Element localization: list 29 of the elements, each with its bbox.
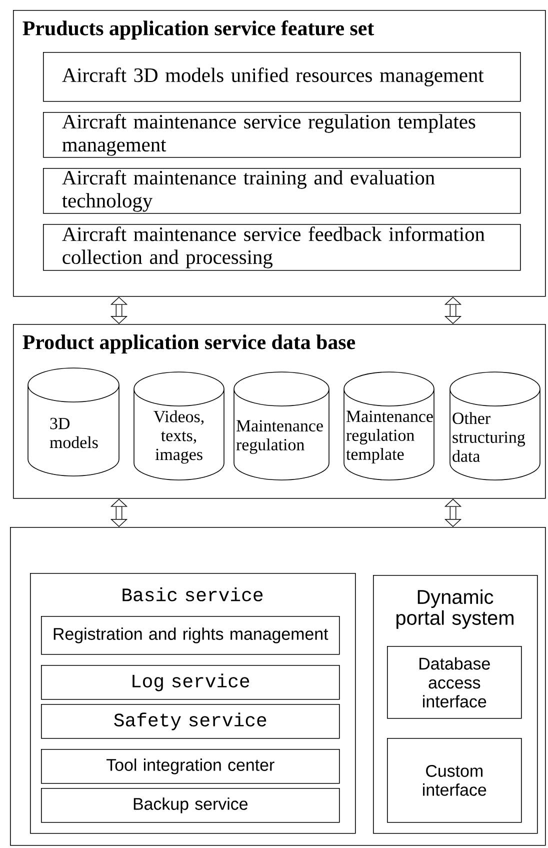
text-box: Aircraft maintenance service feedback information collection and processing [43, 224, 521, 271]
text-box: Registration and rights management [41, 616, 340, 655]
database-cylinder: Maintenance regulation [234, 372, 330, 480]
database-cylinder: 3D models [28, 368, 120, 476]
panel [10, 527, 546, 846]
text-box: Safety service [41, 704, 340, 739]
text-box: Custom interface [387, 738, 522, 823]
double-arrow [110, 296, 128, 324]
panel [13, 10, 546, 297]
panel [30, 573, 356, 834]
panel-heading: Pruducts application service feature set [22, 20, 374, 40]
database-cylinder: Maintenance regulation template [344, 372, 434, 480]
panel [13, 324, 546, 499]
text-box: Tool integration center [41, 749, 340, 784]
database-cylinder: Other structuring data [450, 372, 540, 480]
text-box: Backup service [41, 788, 340, 823]
database-cylinder: Videos, texts, images [134, 372, 224, 480]
text-box: Database access interface [387, 646, 522, 719]
text-box: Log service [41, 665, 340, 700]
panel-heading: Basic service [122, 587, 263, 602]
text-box: Aircraft maintenance service regulation templates management [43, 112, 521, 158]
double-arrow [444, 498, 462, 527]
panel-heading: Product application service data base [22, 334, 356, 354]
text-box: Aircraft maintenance training and evaluation technology [43, 168, 521, 214]
panel [373, 575, 538, 834]
double-arrow [444, 296, 462, 324]
text-box: Aircraft 3D models unified resources management [43, 52, 521, 102]
panel-heading: Dynamic portal system [396, 589, 514, 629]
double-arrow [110, 498, 128, 527]
